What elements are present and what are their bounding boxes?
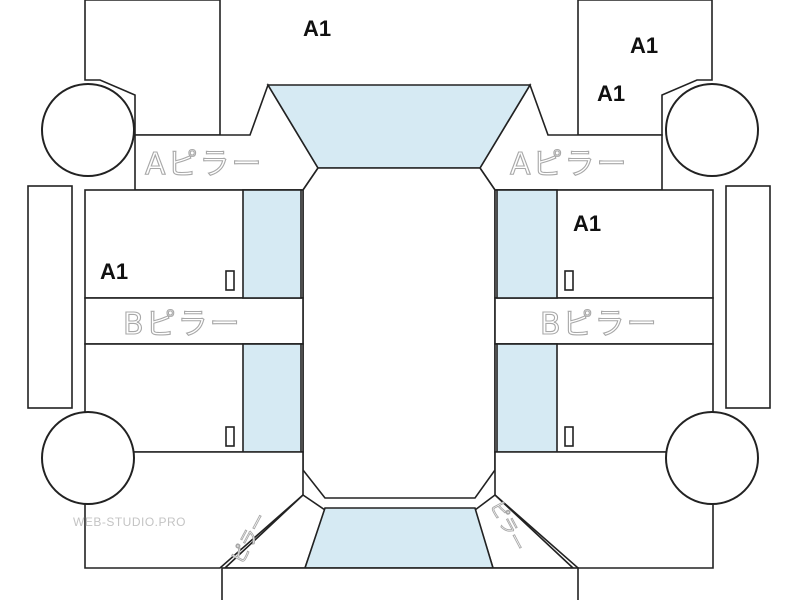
wheel-rear-left[interactable] <box>41 411 135 505</box>
rear-window-left[interactable] <box>242 343 302 453</box>
front-window-right[interactable] <box>496 189 558 299</box>
b-pillar-right-label: Bピラー <box>540 307 659 342</box>
left-front-fender-panel[interactable] <box>84 0 221 136</box>
watermark-text: WEB-STUDIO.PRO <box>73 515 186 529</box>
wheel-rear-right[interactable] <box>665 411 759 505</box>
wheel-front-left[interactable] <box>41 83 135 177</box>
door-handle-front-right <box>564 270 574 291</box>
left-side-mirror[interactable] <box>27 185 73 409</box>
a-pillar-left-label: Aピラー <box>145 147 264 182</box>
grade-fender-right-top: A1 <box>630 33 658 58</box>
b-pillar-left[interactable] <box>84 297 304 345</box>
door-handle-rear-left <box>225 426 235 447</box>
rear-window[interactable] <box>303 507 495 569</box>
grade-fender-right-bottom: A1 <box>597 81 625 106</box>
door-handle-rear-right <box>564 426 574 447</box>
front-window-left[interactable] <box>242 189 302 299</box>
right-side-mirror[interactable] <box>725 185 771 409</box>
wheel-front-right[interactable] <box>665 83 759 177</box>
rear-window-right[interactable] <box>496 343 558 453</box>
door-handle-front-left <box>225 270 235 291</box>
a-pillar-right-label: Aピラー <box>510 147 629 182</box>
rear-quarter-left[interactable] <box>84 451 304 569</box>
rear-quarter-right[interactable] <box>494 451 714 569</box>
grade-front-door-right: A1 <box>573 211 601 236</box>
roof-panel[interactable] <box>302 167 496 499</box>
b-pillar-left-label: Bピラー <box>123 307 242 342</box>
trunk-panel[interactable] <box>221 567 579 600</box>
grade-front-door-left: A1 <box>100 259 128 284</box>
grade-hood-left: A1 <box>303 16 331 41</box>
